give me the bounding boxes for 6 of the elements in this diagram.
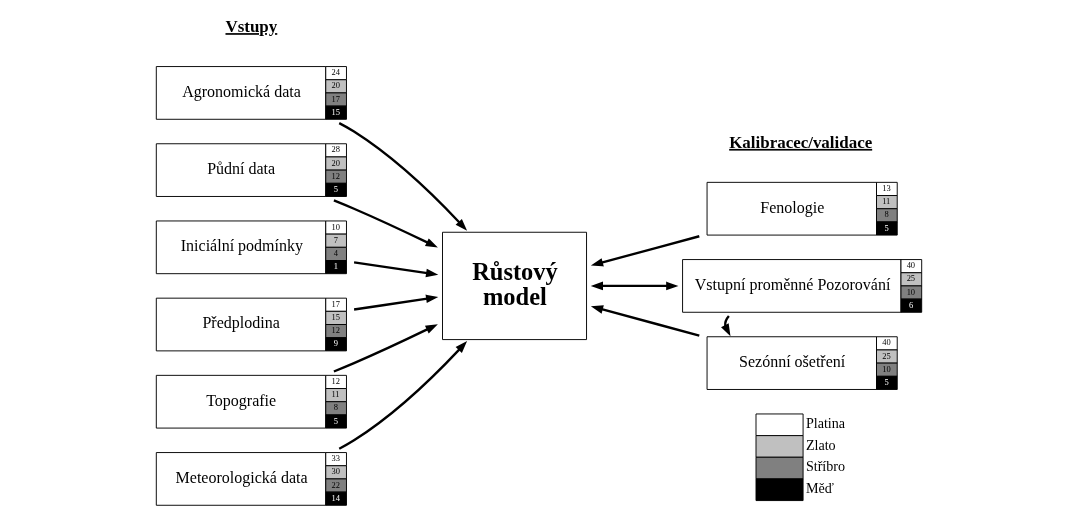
- legend-label: Platina: [805, 415, 846, 432]
- legend-label: Měď: [805, 480, 834, 497]
- legend-label: Zlato: [805, 436, 836, 453]
- label: Vstupy: [225, 17, 278, 37]
- legend-label: Stříbro: [805, 458, 846, 475]
- label: Kalibracec/validace: [729, 132, 873, 152]
